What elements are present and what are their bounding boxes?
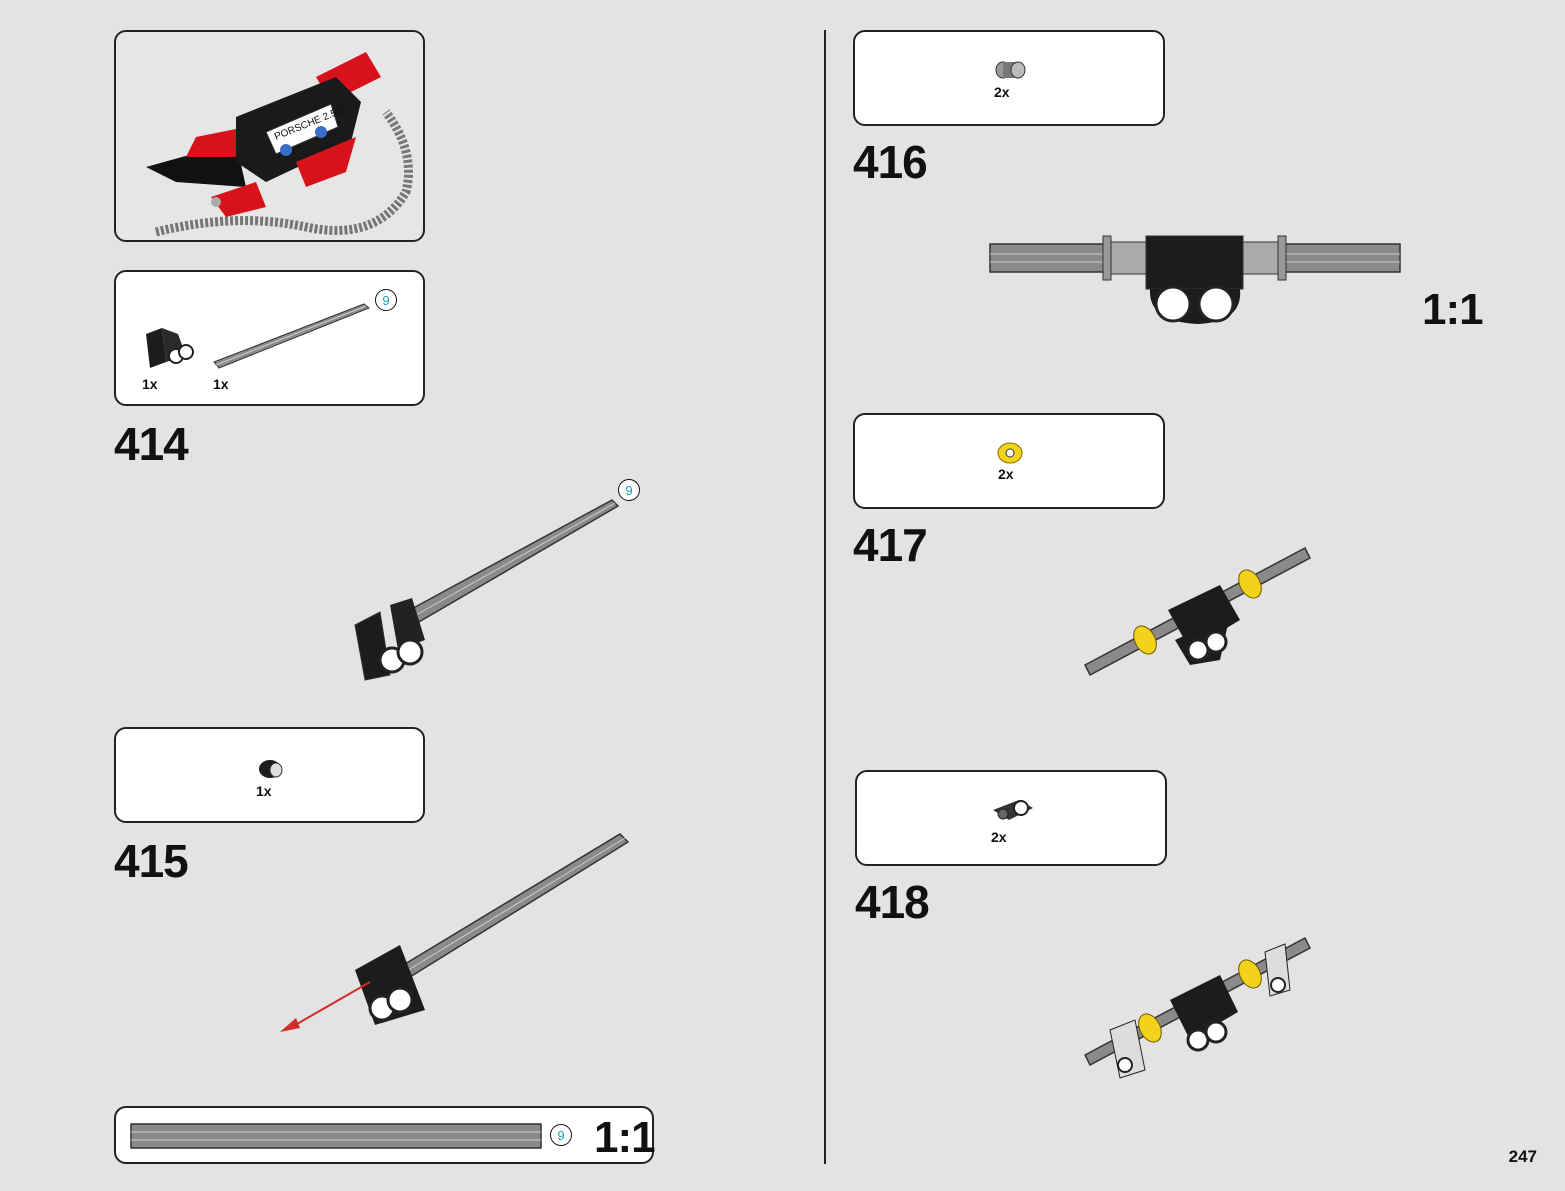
part-qty: 1x [142,376,158,392]
part-qty: 1x [213,376,229,392]
axle-icon [213,303,370,369]
scale-box: 9 1:1 [114,1106,656,1164]
bush-icon [259,760,283,778]
part-qty: 1x [256,783,272,799]
overview-box: PORSCHE 2.5.0 [114,30,425,242]
step-number: 418 [855,876,930,928]
axle-length-indicator: 9 [550,1124,572,1146]
column-divider [824,30,826,1164]
step-417-parts-box: 2x [853,413,1165,509]
cross-block-small-icon [993,800,1033,820]
step-415-model [280,833,630,1032]
insert-arrow [289,981,371,1029]
step-418-model [1084,936,1311,1079]
yellow-bush-icon [997,442,1023,464]
step-416-model [989,235,1401,324]
step-414-parts-box: 1x 1x 9 [114,270,425,406]
part-qty: 2x [994,84,1010,100]
model-axle-length-indicator: 9 [618,479,640,501]
axle-1-to-1 [130,1123,542,1149]
grey-bush-icon [995,61,1026,79]
part-qty: 2x [998,466,1014,482]
step-number: 417 [853,519,928,571]
scale-label: 1:1 [1422,285,1484,334]
step-416-parts-box: 2x [853,30,1165,126]
step-number: 416 [853,136,928,188]
front-bumper-assembly-illustration: PORSCHE 2.5.0 [146,52,413,237]
axle-length-indicator: 9 [375,289,397,311]
step-415-parts-box: 1x [114,727,425,823]
step-418-parts-box: 2x [855,770,1167,866]
step-417-model [1084,546,1311,677]
cross-block-icon [146,328,194,368]
page-number: 247 [1508,1147,1537,1166]
step-number: 415 [114,835,189,887]
scale-label: 1:1 [594,1113,656,1162]
part-qty: 2x [991,829,1007,845]
step-414-model [354,499,620,681]
step-number: 414 [114,418,189,470]
